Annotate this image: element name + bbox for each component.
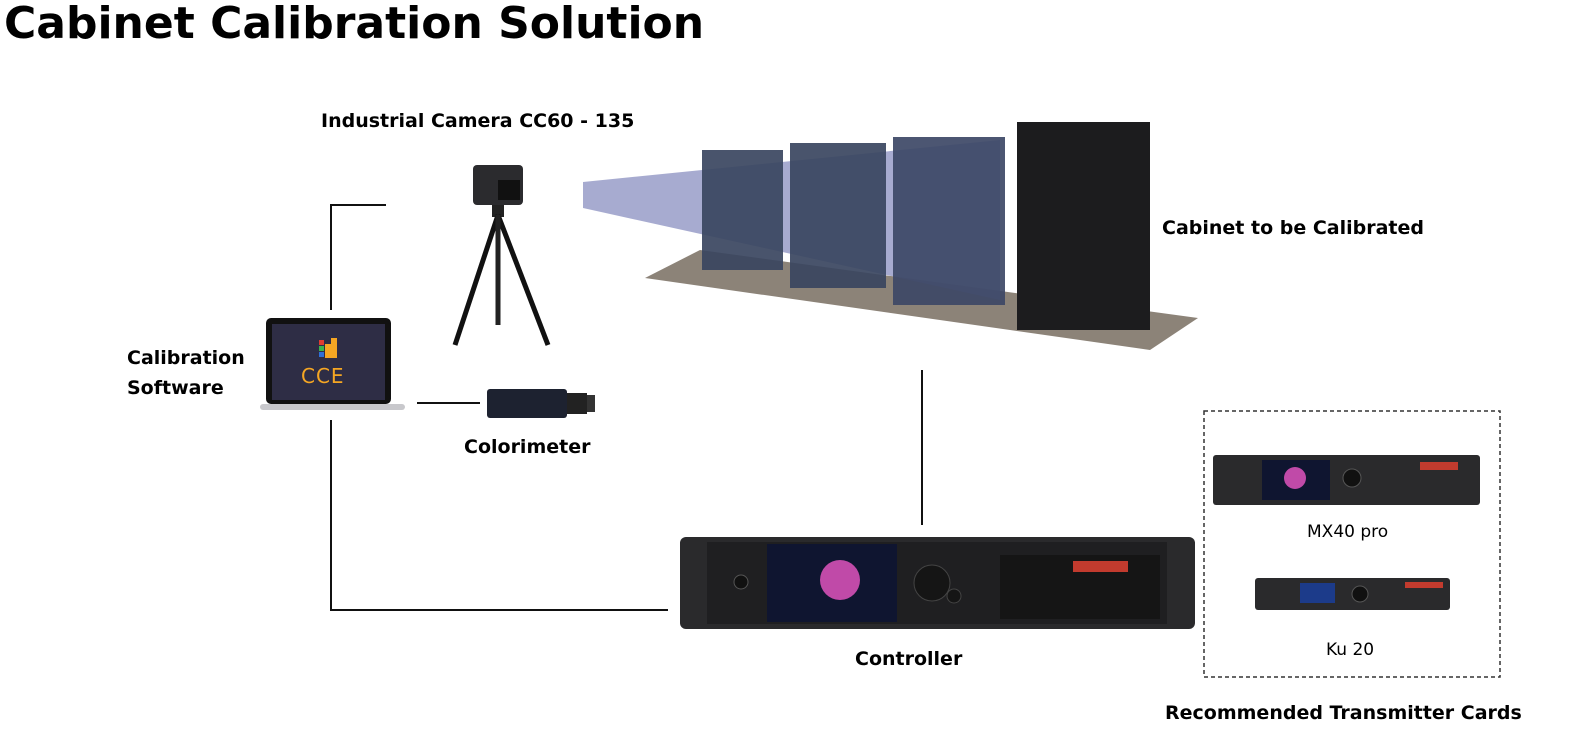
colorimeter-icon xyxy=(487,389,595,418)
software-label-1: Calibration xyxy=(127,347,245,369)
camera-label: Industrial Camera CC60 - 135 xyxy=(321,110,635,132)
software-label-2: Software xyxy=(127,377,224,399)
transmitter-cards-label: Recommended Transmitter Cards xyxy=(1165,702,1522,724)
controller-icon xyxy=(680,537,1195,629)
mx40-pro-icon xyxy=(1213,455,1480,505)
mx40-pro-label: MX40 pro xyxy=(1307,522,1389,542)
connector-line xyxy=(330,420,332,611)
transmitter-cards-group xyxy=(1203,410,1501,678)
cabinet-panel xyxy=(893,137,1005,305)
connector-line xyxy=(330,204,332,310)
connector-line xyxy=(921,370,923,525)
connector-line xyxy=(330,204,386,206)
ku20-icon xyxy=(1255,578,1450,610)
connector-line xyxy=(330,609,668,611)
connector-line xyxy=(417,402,480,404)
controller-label: Controller xyxy=(855,648,963,670)
software-logo: CCE xyxy=(301,364,345,388)
colorimeter-label: Colorimeter xyxy=(464,436,591,458)
ku20-label: Ku 20 xyxy=(1326,640,1375,660)
cabinet-label: Cabinet to be Calibrated xyxy=(1162,217,1424,239)
laptop-icon xyxy=(260,318,405,410)
cabinet-panel xyxy=(790,143,886,288)
cabinet-panel xyxy=(702,150,783,270)
page-title: Cabinet Calibration Solution xyxy=(4,0,705,49)
industrial-camera-icon xyxy=(452,165,551,346)
cabinet-panel xyxy=(1017,122,1150,330)
